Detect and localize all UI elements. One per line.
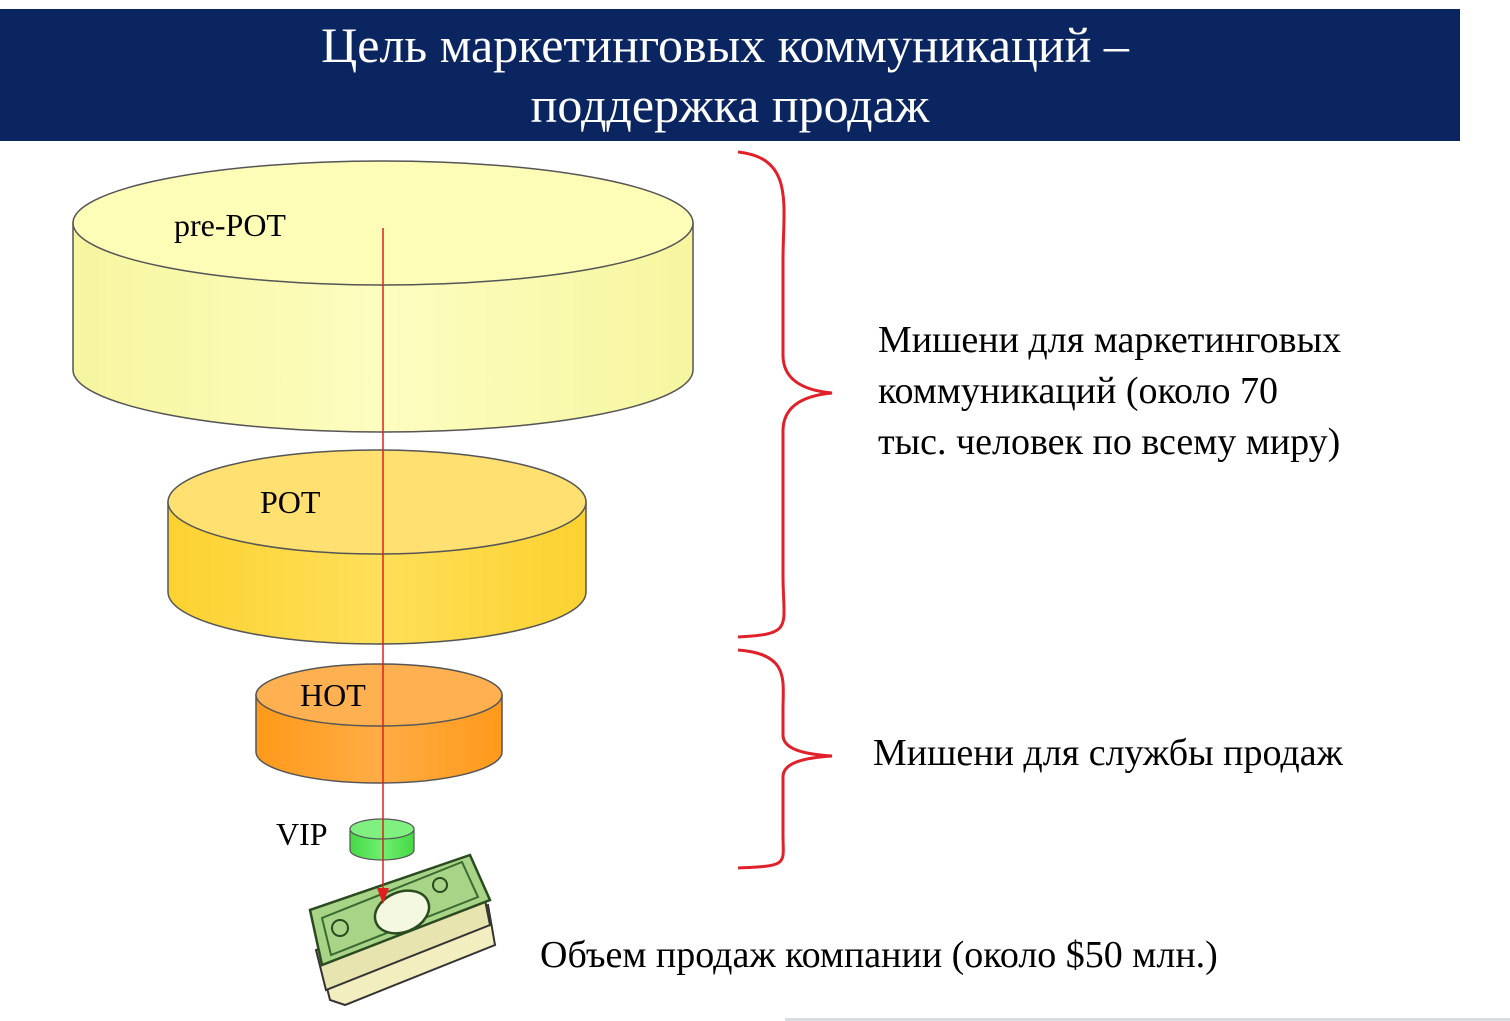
- label-prepot: pre-POT: [174, 207, 286, 243]
- bottom-divider: [785, 1018, 1510, 1021]
- label-pot: POT: [260, 484, 321, 520]
- title-line-1: Цель маркетинговых коммуникаций –: [321, 17, 1129, 73]
- funnel-arrow: [377, 228, 389, 904]
- marketing-targets-line-1: Мишени для маркетинговых: [878, 319, 1342, 361]
- cylinder-hot: [255, 663, 503, 784]
- marketing-targets-line-3: тыс. человек по всему миру): [878, 421, 1341, 463]
- cylinder-pot: [167, 449, 587, 645]
- sales-targets-text: Мишени для службы продаж: [873, 732, 1343, 774]
- marketing-targets-line-2: коммуникаций (около 70: [878, 370, 1278, 412]
- money-stack-icon: [308, 853, 497, 1007]
- label-hot: HOT: [300, 677, 366, 713]
- title-line-2: поддержка продаж: [530, 77, 930, 133]
- brace-sales: [737, 648, 833, 870]
- slide-title: Цель маркетинговых коммуникаций – поддер…: [0, 9, 1460, 141]
- cylinder-vip: [349, 818, 415, 861]
- revenue-text: Объем продаж компании (около $50 млн.): [540, 934, 1218, 976]
- brace-marketing: [737, 150, 833, 639]
- marketing-targets-text: Мишени для маркетинговых коммуникаций (о…: [878, 315, 1341, 468]
- label-vip: VIP: [276, 816, 328, 852]
